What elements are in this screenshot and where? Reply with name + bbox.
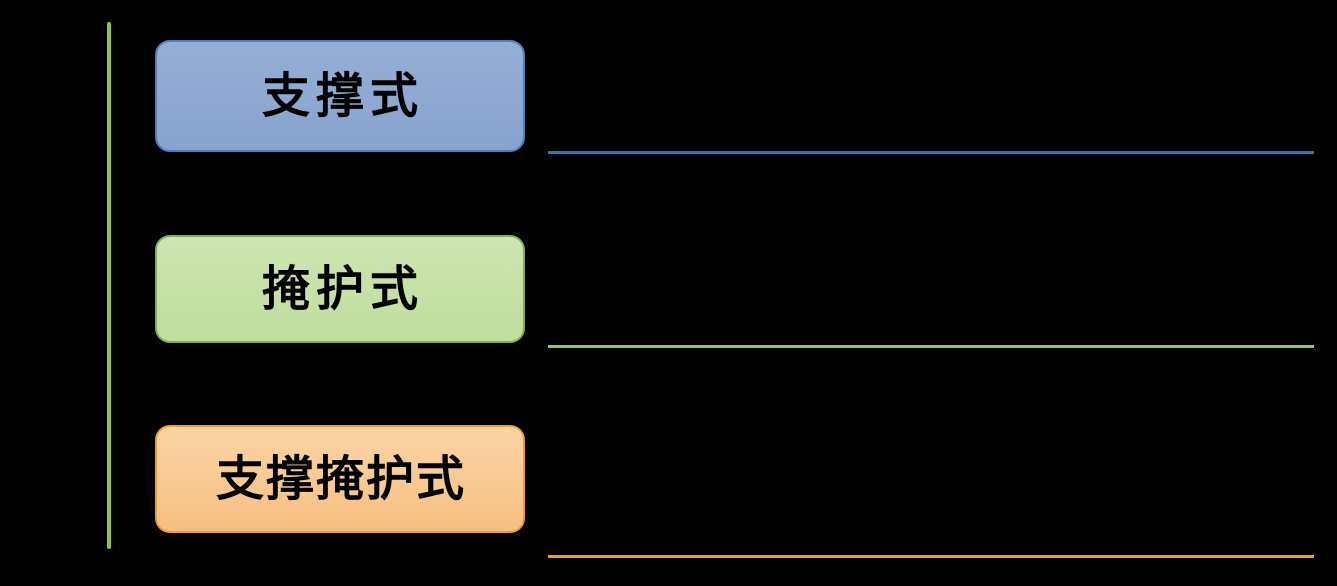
node-label-support-shield: 支撑掩护式 <box>215 451 466 507</box>
accent-line-support-shield <box>548 555 1314 558</box>
accent-line-shield <box>548 345 1314 348</box>
node-label-shield: 掩护式 <box>261 261 424 317</box>
node-label-support: 支撑式 <box>261 68 424 124</box>
node-box-shield: 掩护式 <box>155 235 525 343</box>
node-box-support: 支撑式 <box>155 40 525 152</box>
spine-line <box>107 22 111 549</box>
node-box-support-shield: 支撑掩护式 <box>155 425 525 533</box>
accent-line-support <box>548 151 1314 154</box>
